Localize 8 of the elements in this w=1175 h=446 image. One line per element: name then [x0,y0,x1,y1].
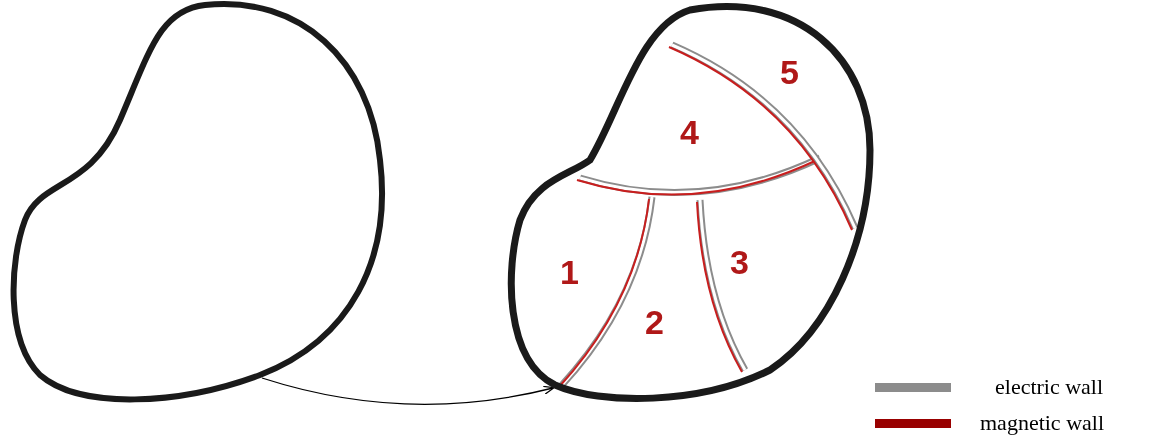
region-number: 4 [680,115,699,149]
legend-text: magnetic wall [980,412,1104,434]
region-number: 2 [645,305,664,339]
arrow [261,377,555,405]
region-number: 1 [560,255,579,289]
region-number: 5 [780,55,799,89]
region-number: 3 [730,245,749,279]
legend-text: electric wall [995,376,1104,398]
